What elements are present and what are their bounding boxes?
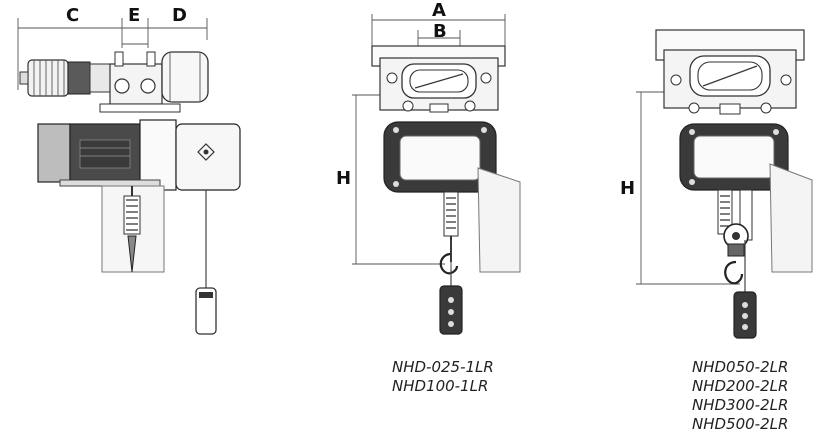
double-side-cover [769,163,813,273]
caption-line: NHD200-2LR [692,377,789,395]
double-pendant [733,291,757,339]
dim-label-b: B [433,21,447,42]
single-trolley [379,57,499,113]
caption-single-fall: NHD-025-1LR NHD100-1LR [392,358,494,396]
single-chain-hook [439,191,459,275]
trolley-motor [19,59,111,97]
single-fall-view: A B H [336,0,521,335]
caption-double-fall: NHD050-2LR NHD200-2LR NHD300-2LR NHD500-… [692,358,788,434]
double-trolley [663,49,797,115]
counterweight [161,51,209,103]
dim-label-e: E [128,5,140,26]
side-chain-hook [123,186,141,273]
double-hoist-body [679,123,789,191]
caption-line: NHD050-2LR [692,358,789,376]
trolley-frame [99,51,181,113]
hoist-body [37,119,241,191]
side-dimension-lines [17,18,208,90]
caption-line: NHD500-2LR [692,415,789,433]
side-view-hoist: C E D [17,5,241,335]
caption-line: NHD-025-1LR [392,358,494,376]
pendant-grip [199,292,213,298]
dim-label-h-double: H [620,178,635,199]
double-fall-view: H [620,29,813,339]
dim-label-d: D [172,5,187,26]
double-chain-block [717,189,753,285]
caption-line: NHD100-1LR [392,377,489,395]
pendant-control [195,287,217,335]
single-pendant [439,285,463,335]
single-hoist-body [383,121,497,193]
single-side-cover [477,167,521,273]
caption-line: NHD300-2LR [692,396,789,414]
dim-label-h-single: H [336,168,351,189]
dim-label-a: A [432,0,446,21]
dim-label-c: C [66,5,79,26]
